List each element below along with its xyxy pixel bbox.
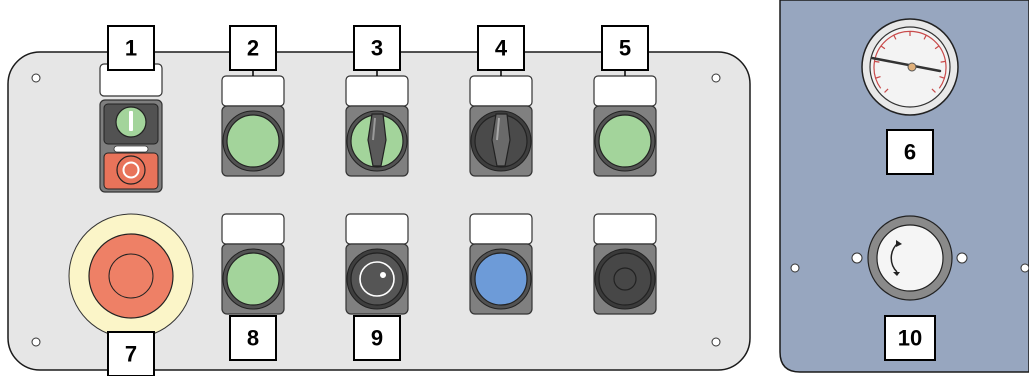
- green-push-button[interactable]: [598, 114, 652, 168]
- green-push-button-unit-lower: [221, 213, 285, 315]
- callout-8: 8: [229, 315, 277, 361]
- side-panel: [779, 0, 1029, 373]
- label-plate: [469, 75, 533, 107]
- gauge-tick: [884, 88, 889, 93]
- gauge-tick: [934, 45, 940, 50]
- green-selector-switch-unit: [345, 75, 409, 177]
- callout-number: 1: [125, 36, 137, 61]
- mounting-hole-top-right: [711, 73, 721, 83]
- start-symbol-bar: [129, 111, 133, 131]
- callout-5: 5: [601, 25, 649, 71]
- label-plate: [221, 213, 285, 245]
- callout-box: [229, 315, 277, 361]
- mounting-hole-bottom-left: [31, 337, 41, 347]
- callout-1: 1: [107, 25, 155, 71]
- callout-box: [107, 331, 155, 376]
- callout-box: [884, 315, 936, 361]
- key-dot: [380, 272, 386, 278]
- rotary-knob-unit: [851, 215, 968, 301]
- callout-7: 7: [107, 331, 155, 376]
- key-switch-unit: [345, 213, 409, 315]
- callout-box: [601, 25, 649, 71]
- side-mounting-hole-right: [1020, 263, 1029, 273]
- key-ring: [359, 261, 395, 297]
- mounting-hole-top-left: [31, 73, 41, 83]
- callout-number: 6: [904, 140, 916, 165]
- gauge-ticks: [874, 31, 946, 93]
- green-push-button[interactable]: [226, 114, 280, 168]
- gauge-tick: [931, 88, 936, 93]
- callout-number: 3: [371, 36, 383, 61]
- green-push-button-unit-right: [593, 75, 657, 177]
- green-push-button-unit-top: [221, 75, 285, 177]
- callout-box: [886, 129, 934, 175]
- key-switch[interactable]: [350, 252, 404, 306]
- blue-push-button[interactable]: [474, 252, 528, 306]
- side-mounting-hole-left: [790, 263, 800, 273]
- label-plate: [469, 213, 533, 245]
- callout-number: 2: [247, 36, 259, 61]
- callout-box: [229, 25, 277, 71]
- label-plate: [345, 213, 409, 245]
- dark-selector-switch-unit: [469, 75, 533, 177]
- callout-6: 6: [886, 129, 934, 175]
- knob-mount-hole-right: [956, 252, 968, 264]
- callout-box: [353, 25, 401, 71]
- callout-number: 10: [898, 326, 922, 351]
- estop-center: [108, 253, 154, 299]
- callout-number: 5: [619, 36, 631, 61]
- indicator-divider: [113, 145, 149, 153]
- pressure-gauge: [861, 18, 959, 116]
- lever-highlight: [372, 117, 376, 141]
- green-push-button[interactable]: [226, 252, 280, 306]
- callout-2: 2: [229, 25, 277, 71]
- label-plate: [221, 75, 285, 107]
- button-center: [613, 267, 637, 291]
- stop-symbol-ring: [122, 161, 140, 179]
- callout-9: 9: [353, 315, 401, 361]
- gauge-tick: [939, 76, 945, 79]
- selector-lever[interactable]: [367, 113, 387, 167]
- blue-push-button-unit: [469, 213, 533, 315]
- gauge-tick: [923, 34, 927, 40]
- selector-lever[interactable]: [491, 113, 511, 167]
- rotate-arrowhead-top: [896, 240, 902, 247]
- callout-number: 4: [495, 36, 508, 61]
- gauge-needle: [870, 56, 942, 73]
- knob-mount-hole-left: [851, 252, 863, 264]
- callout-box: [107, 25, 155, 71]
- rotate-arrowhead-bottom: [893, 272, 900, 276]
- rotate-arrow-icon: [890, 242, 899, 273]
- callout-box: [477, 25, 525, 71]
- callout-number: 7: [125, 342, 137, 367]
- lever-highlight: [496, 117, 500, 141]
- label-plate: [345, 75, 409, 107]
- label-plate: [593, 75, 657, 107]
- callout-4: 4: [477, 25, 525, 71]
- gauge-tick: [940, 60, 946, 63]
- dark-push-button[interactable]: [598, 252, 652, 306]
- callout-number: 9: [371, 326, 383, 351]
- gauge-hub: [907, 62, 917, 72]
- mounting-hole-bottom-right: [711, 337, 721, 347]
- gauge-tick: [874, 60, 880, 63]
- rotary-knob[interactable]: [876, 224, 944, 292]
- stop-button[interactable]: [116, 155, 146, 185]
- gauge-tick: [880, 45, 886, 50]
- emergency-stop-button[interactable]: [88, 233, 174, 319]
- gauge-tick: [893, 34, 897, 40]
- start-stop-station: I O: [99, 63, 163, 193]
- label-plate: [593, 213, 657, 245]
- callout-3: 3: [353, 25, 401, 71]
- callout-number: 8: [247, 326, 259, 351]
- dark-push-button-unit: [593, 213, 657, 315]
- gauge-tick: [875, 76, 881, 79]
- callout-box: [353, 315, 401, 361]
- callout-10: 10: [884, 315, 936, 361]
- emergency-stop-unit: [68, 213, 194, 339]
